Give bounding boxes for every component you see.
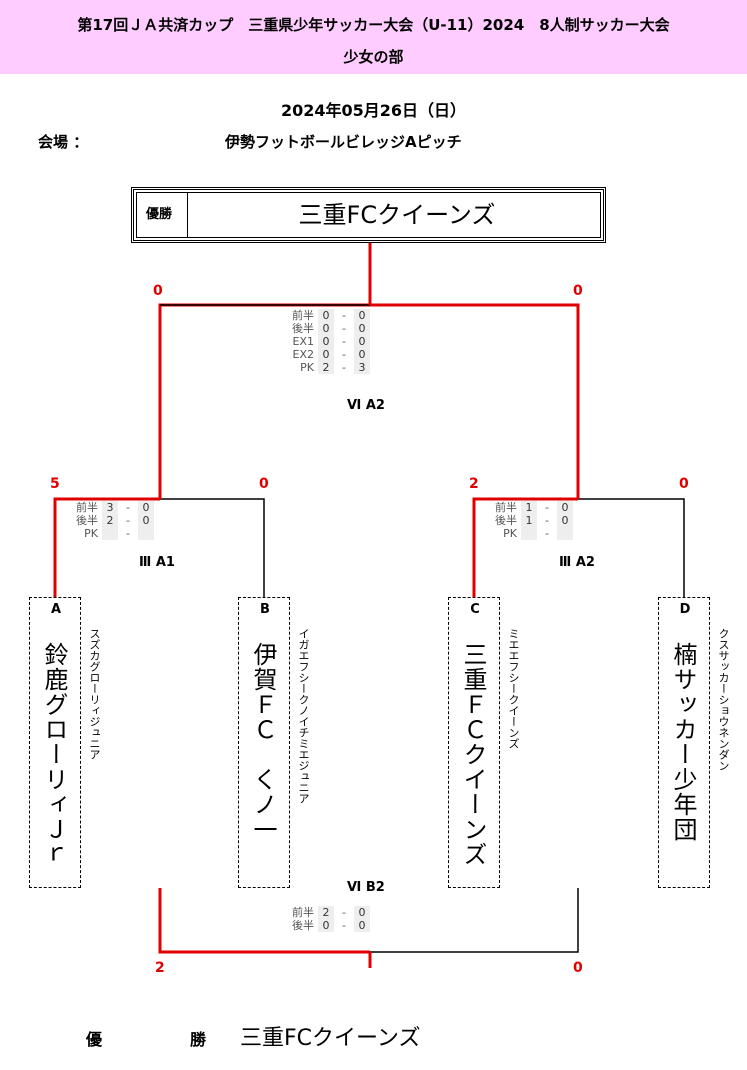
venue-label: 会場 ：	[38, 133, 89, 151]
footer-label-right: 勝	[190, 1030, 207, 1049]
third-score-left: 2	[155, 960, 165, 976]
bracket-line-final-right	[370, 303, 580, 499]
bracket-line-third-left	[158, 888, 370, 954]
m1-match-id: Ⅲ A1	[139, 555, 175, 570]
team-box-b: B 伊賀ＦＣ くノ一	[238, 597, 290, 888]
team-letter: C	[470, 602, 480, 617]
team-kana: スズカグローリィジュニア	[88, 628, 101, 760]
team-kana: クスサッカーショウネンダン	[717, 628, 730, 771]
team-box-c: C 三重ＦＣクイーンズ	[448, 597, 500, 888]
team-name: 三重ＦＣクイーンズ	[459, 642, 487, 867]
m2-match-id: Ⅲ A2	[559, 555, 595, 570]
m2-score-right: 0	[679, 476, 689, 492]
team-letter: A	[50, 602, 62, 617]
venue-name: 伊勢フットボールビレッジAピッチ	[225, 133, 462, 151]
final-match-id: Ⅵ A2	[347, 398, 385, 413]
team-letter: B	[260, 602, 270, 617]
team-box-d: D 楠サッカー少年団	[658, 597, 710, 888]
team-kana: ミエエフシークイーンズ	[507, 628, 520, 749]
score-row: PK-	[68, 527, 154, 540]
team-name: 楠サッカー少年団	[669, 642, 697, 842]
champion-divider	[187, 193, 188, 237]
team-name: 鈴鹿グローリィＪｒ	[40, 642, 68, 867]
third-score-right: 0	[573, 960, 583, 976]
bracket-line-a	[53, 497, 160, 597]
team-name: 伊賀ＦＣ くノ一	[249, 642, 277, 842]
title-banner	[0, 0, 747, 74]
bracket-line-d	[578, 498, 685, 597]
final-score-left: 0	[153, 283, 163, 299]
champion-box	[131, 187, 606, 243]
champion-label: 優勝	[145, 207, 172, 222]
team-kana: イガエフシークノイチミエジュニア	[297, 628, 310, 804]
score-row: PK-	[487, 527, 573, 540]
tournament-title: 第17回ＪＡ共済カップ 三重県少年サッカー大会（U-11）2024 8人制サッカ…	[77, 16, 670, 34]
bracket-line-third-right	[370, 888, 579, 953]
final-score-right: 0	[573, 283, 583, 299]
team-box-a: A 鈴鹿グローリィＪｒ	[29, 597, 81, 888]
tournament-subtitle: 少女の部	[343, 48, 404, 66]
footer-label-left: 優	[86, 1030, 103, 1049]
m2-score-left: 2	[469, 476, 479, 492]
bracket-line-b	[160, 498, 265, 597]
match-date: 2024年05月26日（日）	[280, 101, 467, 120]
bracket-line-c	[472, 497, 578, 597]
champion-name: 三重FCクイーンズ	[298, 201, 496, 229]
team-letter: D	[679, 602, 691, 617]
third-match-id: Ⅵ B2	[347, 880, 385, 895]
footer-champion-name: 三重FCクイーンズ	[240, 1026, 421, 1051]
m1-score-left: 5	[50, 476, 60, 492]
m1-score-right: 0	[259, 476, 269, 492]
